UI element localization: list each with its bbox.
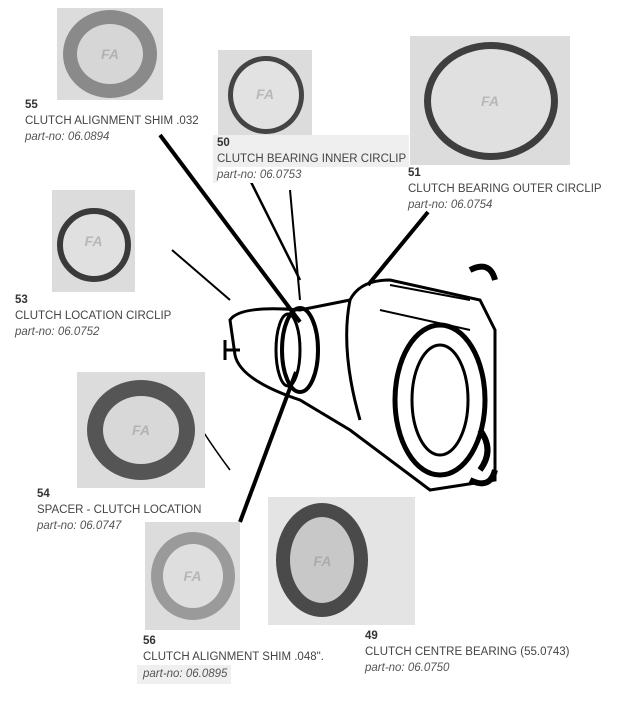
part-number: 55 (25, 99, 38, 111)
circlip-image (57, 208, 131, 282)
watermark-logo: FA (101, 46, 119, 62)
part-number: 50 (217, 137, 230, 149)
part-name[interactable]: CLUTCH BEARING INNER CIRCLIP (217, 153, 407, 165)
watermark-logo: FA (84, 233, 103, 249)
part-name[interactable]: CLUTCH BEARING OUTER CIRCLIP (408, 183, 602, 195)
part-name[interactable]: CLUTCH CENTRE BEARING (55.0743) (365, 646, 570, 658)
part-photo-54[interactable]: FA (77, 372, 205, 488)
part-no: part-no: 06.0747 (37, 520, 122, 532)
watermark-logo: FA (183, 568, 202, 584)
part-name[interactable]: CLUTCH LOCATION CIRCLIP (15, 310, 172, 322)
part-label-50: 50 CLUTCH BEARING INNER CIRCLIP part-no:… (213, 135, 409, 183)
part-number: 53 (15, 294, 28, 306)
watermark-logo: FA (132, 422, 150, 438)
part-name[interactable]: CLUTCH ALIGNMENT SHIM .032 (25, 115, 199, 127)
part-no: part-no: 06.0894 (25, 131, 110, 143)
leader-line-51 (366, 210, 430, 287)
part-label-55: 55 CLUTCH ALIGNMENT SHIM .032 part-no: 0… (25, 97, 199, 145)
leader-lines (158, 133, 430, 523)
bearing-image (276, 503, 368, 617)
leader-line-55 (158, 133, 302, 324)
watermark-logo: FA (313, 553, 332, 569)
part-number: 49 (365, 630, 378, 642)
part-number: 54 (37, 488, 50, 500)
part-number: 56 (143, 635, 156, 647)
part-photo-56[interactable]: FA (145, 522, 240, 630)
part-no: part-no: 06.0753 (217, 167, 409, 183)
part-no: part-no: 06.0750 (365, 662, 450, 674)
part-photo-51[interactable]: FA (410, 36, 570, 165)
part-photo-55[interactable]: FA (57, 8, 163, 100)
part-no: part-no: 06.0895 (137, 665, 232, 684)
leader-line-50 (248, 179, 302, 281)
part-photo-53[interactable]: FA (52, 190, 135, 292)
part-label-53: 53 CLUTCH LOCATION CIRCLIP part-no: 06.0… (15, 292, 171, 340)
part-name[interactable]: SPACER - CLUTCH LOCATION (37, 504, 202, 516)
part-photo-49[interactable]: FA (268, 497, 415, 625)
part-label-51: 51 CLUTCH BEARING OUTER CIRCLIP part-no:… (408, 165, 602, 213)
part-label-54: 54 SPACER - CLUTCH LOCATION part-no: 06.… (37, 486, 201, 534)
part-number: 51 (408, 167, 421, 179)
part-photo-50[interactable]: FA (218, 50, 312, 137)
leader-line-56 (238, 371, 298, 523)
part-label-49: 49 CLUTCH CENTRE BEARING (55.0743) part-… (365, 628, 570, 676)
part-no: part-no: 06.0754 (408, 199, 493, 211)
part-no: part-no: 06.0752 (15, 326, 100, 338)
watermark-logo: FA (481, 92, 499, 109)
spacer-image (87, 380, 195, 480)
clutch-assembly-drawing (171, 189, 498, 492)
shim-ring-image (151, 532, 235, 620)
watermark-logo: FA (256, 85, 274, 102)
circlip-image (228, 56, 304, 134)
circlip-image (424, 42, 558, 160)
part-name[interactable]: CLUTCH ALIGNMENT SHIM .048". (143, 651, 324, 663)
part-label-56: 56 CLUTCH ALIGNMENT SHIM .048". part-no:… (137, 633, 324, 684)
